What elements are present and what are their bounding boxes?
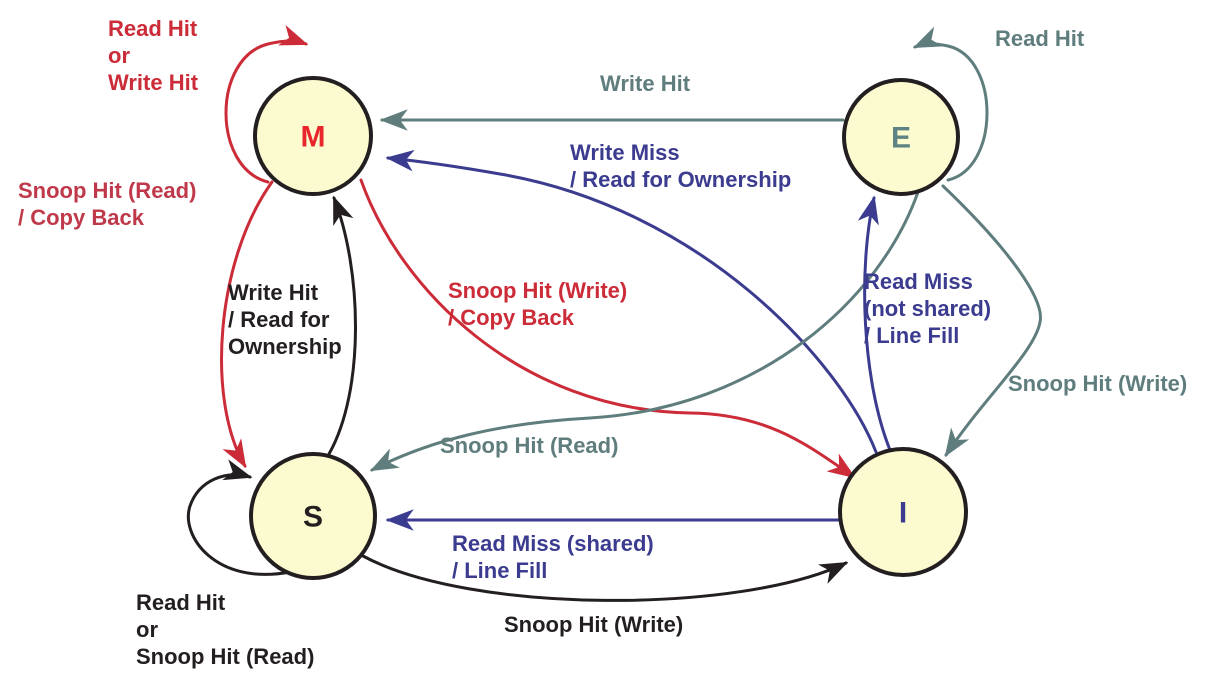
edge-label-e-self: Read Hit bbox=[995, 26, 1085, 51]
edge-label-i-to-m: Write Miss/ Read for Ownership bbox=[570, 140, 791, 192]
edge-s-self bbox=[187, 459, 292, 576]
edge-label-e-to-i: Snoop Hit (Write) bbox=[1008, 371, 1187, 396]
edge-m-to-i bbox=[359, 178, 856, 479]
edge-s-to-m bbox=[327, 195, 357, 456]
state-node-e[interactable]: E bbox=[842, 78, 960, 196]
edge-label-e-to-s: Snoop Hit (Read) bbox=[440, 433, 618, 458]
edge-i-to-e bbox=[857, 195, 892, 452]
edge-e-self bbox=[912, 26, 989, 182]
edge-e-to-i bbox=[941, 184, 1042, 458]
edge-label-m-to-i: Snoop Hit (Write)/ Copy Back bbox=[448, 278, 627, 330]
edge-m-to-s bbox=[220, 180, 274, 469]
state-node-i[interactable]: I bbox=[838, 447, 968, 577]
edge-i-to-m bbox=[385, 149, 878, 454]
state-label-m: M bbox=[301, 121, 326, 154]
state-circle-e[interactable] bbox=[842, 78, 960, 196]
edge-label-i-to-e: Read Miss(not shared)/ Line Fill bbox=[864, 269, 991, 348]
edge-m-self bbox=[224, 25, 309, 184]
state-node-s[interactable]: S bbox=[249, 452, 377, 580]
edge-label-s-to-i: Snoop Hit (Write) bbox=[504, 612, 683, 637]
state-circle-m[interactable] bbox=[253, 76, 373, 196]
state-circle-s[interactable] bbox=[249, 452, 377, 580]
edge-label-e-to-m: Write Hit bbox=[600, 71, 691, 96]
state-label-i: I bbox=[899, 497, 907, 530]
edge-label-i-to-s: Read Miss (shared)/ Line Fill bbox=[452, 531, 654, 583]
edge-s-to-i bbox=[361, 554, 849, 602]
edge-e-to-s bbox=[369, 190, 920, 472]
state-circle-i[interactable] bbox=[838, 447, 968, 577]
state-label-e: E bbox=[891, 122, 911, 155]
state-node-m[interactable]: M bbox=[253, 76, 373, 196]
edge-label-m-to-s: Snoop Hit (Read)/ Copy Back bbox=[18, 178, 196, 230]
state-label-s: S bbox=[303, 501, 323, 534]
